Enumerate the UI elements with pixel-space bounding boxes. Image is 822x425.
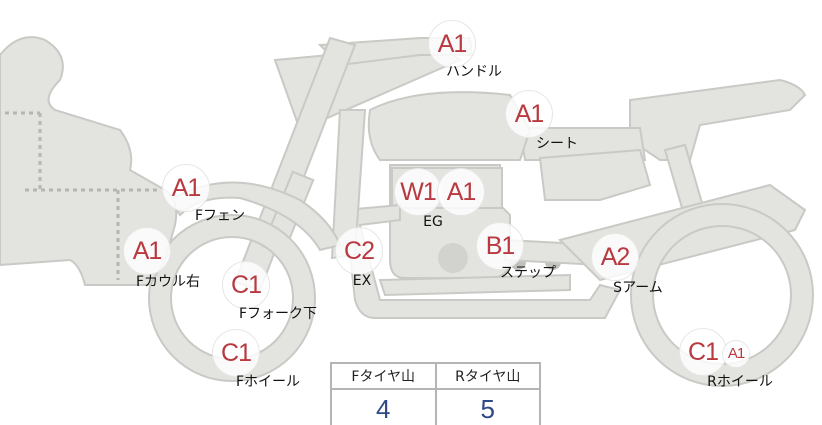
engine-damage-code-2: A1 <box>437 168 485 216</box>
f-wheel-damage-code: C1 <box>212 329 260 377</box>
engine-damage-code-1: W1 <box>394 168 442 216</box>
step-damage-code: B1 <box>476 222 524 270</box>
handle-damage-code: A1 <box>428 20 476 68</box>
step-label: ステップ <box>500 265 556 281</box>
f-fender-damage-code: A1 <box>162 164 210 212</box>
f-cowl-right-label: Fカウル右 <box>135 274 201 290</box>
f-fork-lower-damage-code: C1 <box>222 261 270 309</box>
f-fork-lower-label: Fフォーク下 <box>238 306 318 322</box>
f-fender-label: Fフェン <box>194 208 246 224</box>
exhaust-label: EX <box>352 273 372 289</box>
front-tread-value: 4 <box>330 388 437 425</box>
handle-label: ハンドル <box>446 64 502 80</box>
r-wheel-damage-code-2: A1 <box>722 340 750 368</box>
tire-tread-table: Fタイヤ山 Rタイヤ山 4 5 <box>330 362 541 425</box>
seat-damage-code: A1 <box>505 90 553 138</box>
r-wheel-damage-code-1: C1 <box>679 328 727 376</box>
rear-tread-value: 5 <box>434 388 541 425</box>
exhaust-damage-code: C2 <box>335 227 383 275</box>
seat-label: シート <box>536 136 578 152</box>
front-tread-header: Fタイヤ山 <box>330 362 437 390</box>
swingarm-damage-code: A2 <box>591 233 639 281</box>
engine-label: EG <box>423 214 443 230</box>
f-wheel-label: Fホイール <box>235 374 301 390</box>
r-wheel-label: Rホイール <box>707 374 773 390</box>
f-cowl-right-damage-code: A1 <box>123 227 171 275</box>
swingarm-label: Sアーム <box>613 280 663 296</box>
rear-tread-header: Rタイヤ山 <box>434 362 541 390</box>
